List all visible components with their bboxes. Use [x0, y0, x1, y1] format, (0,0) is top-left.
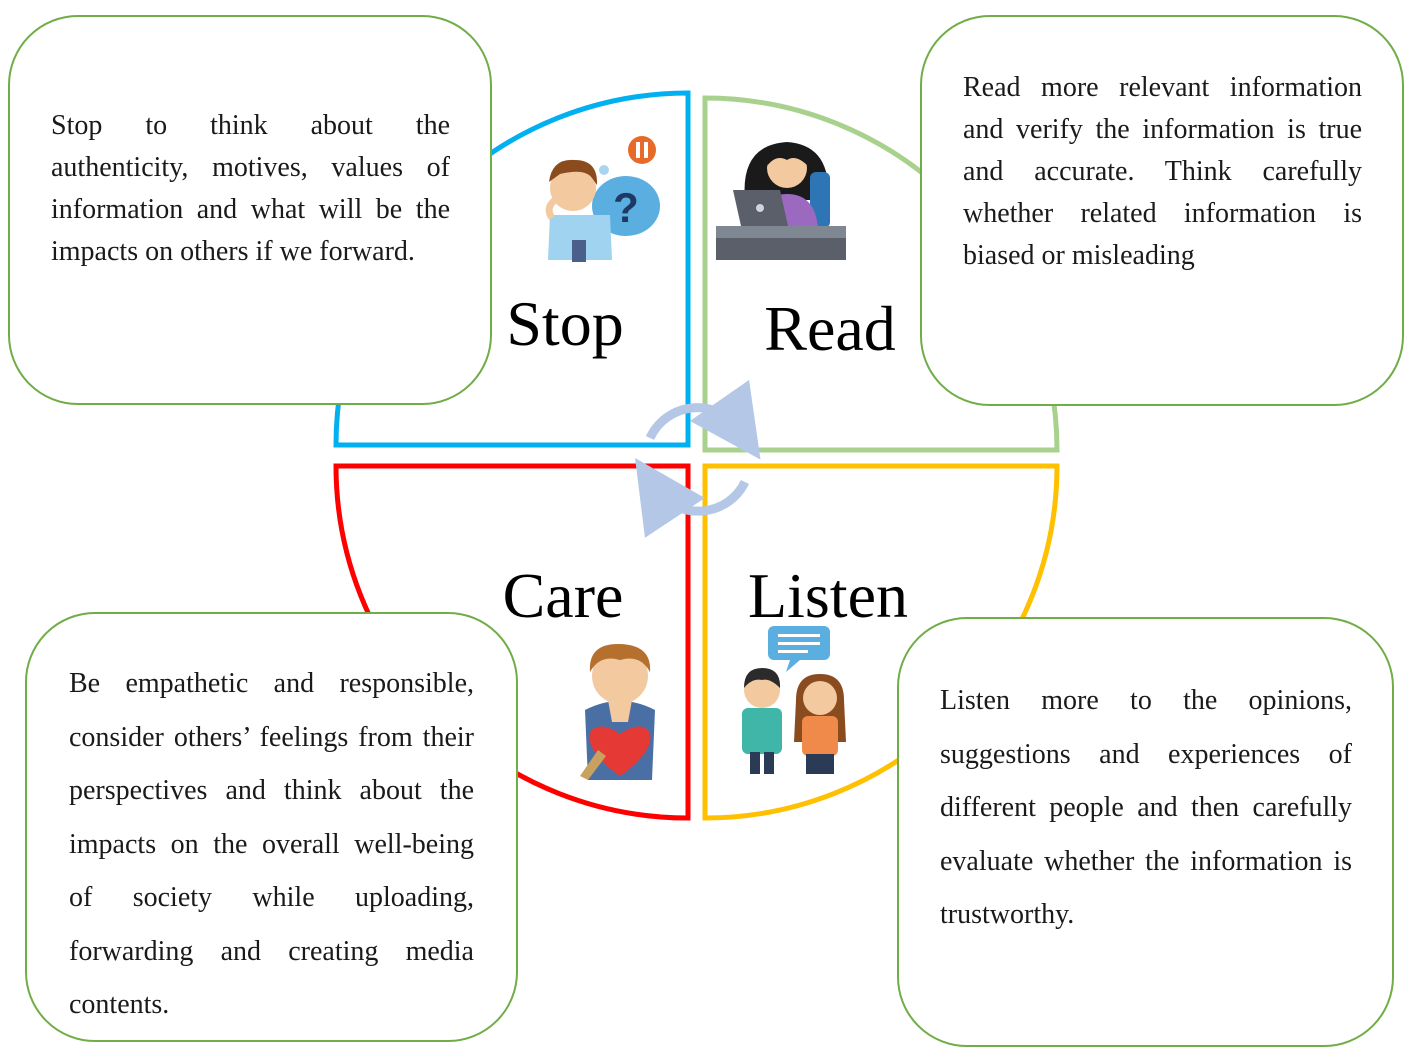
stop-description-box: Stop to think about the authenticity, mo… — [8, 15, 492, 405]
two-people-talking-icon — [742, 626, 846, 774]
stop-description: Stop to think about the authenticity, mo… — [51, 110, 450, 267]
man-holding-heart-icon — [580, 644, 655, 780]
woman-at-laptop-icon — [716, 142, 846, 260]
thinking-person-icon: ? — [545, 136, 660, 262]
listen-label: Listen — [748, 560, 908, 631]
cycle-arrows-icon — [635, 379, 761, 538]
read-description-box: Read more relevant information and verif… — [920, 15, 1404, 406]
care-description-box: Be empathetic and responsible, consider … — [25, 612, 518, 1042]
svg-text:?: ? — [613, 184, 639, 231]
read-description: Read more relevant information and verif… — [963, 72, 1362, 271]
stop-label: Stop — [506, 288, 623, 359]
listen-description-box: Listen more to the opinions, suggestions… — [897, 617, 1394, 1047]
read-label: Read — [764, 293, 896, 364]
listen-description: Listen more to the opinions, suggestions… — [940, 685, 1352, 930]
care-description: Be empathetic and responsible, consider … — [69, 668, 474, 1020]
care-label: Care — [503, 560, 624, 631]
